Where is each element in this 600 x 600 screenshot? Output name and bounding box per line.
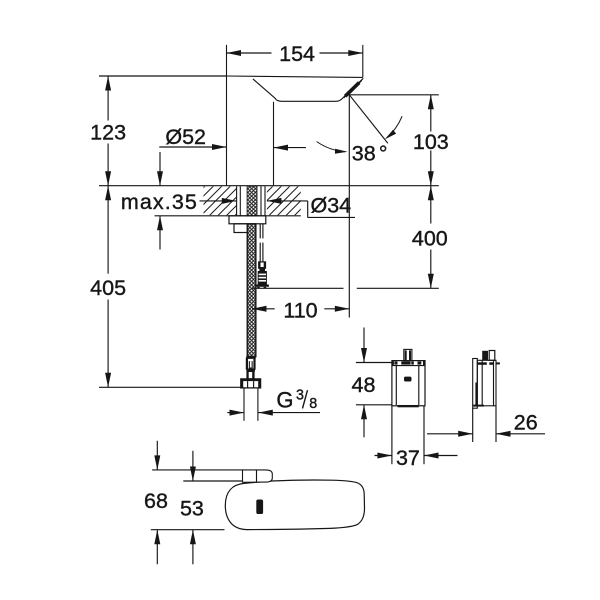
svg-text:Ø34: Ø34 [310,193,351,217]
svg-text:154: 154 [279,42,315,66]
svg-text:38: 38 [352,141,376,165]
svg-text:G: G [276,388,293,413]
svg-text:400: 400 [412,227,448,251]
svg-text:123: 123 [90,121,126,145]
svg-text:68: 68 [144,489,168,513]
svg-text:37: 37 [396,446,420,470]
svg-text:110: 110 [283,298,317,322]
svg-text:°: ° [379,141,388,165]
svg-text:Ø52: Ø52 [165,125,206,149]
svg-text:48: 48 [352,373,376,397]
svg-text:26: 26 [514,411,538,435]
svg-text:max.35: max.35 [121,190,198,214]
svg-text:103: 103 [413,130,449,154]
svg-text:405: 405 [90,276,126,300]
svg-text:53: 53 [180,496,204,520]
svg-text:3: 3 [296,388,304,404]
svg-text:8: 8 [309,396,317,412]
